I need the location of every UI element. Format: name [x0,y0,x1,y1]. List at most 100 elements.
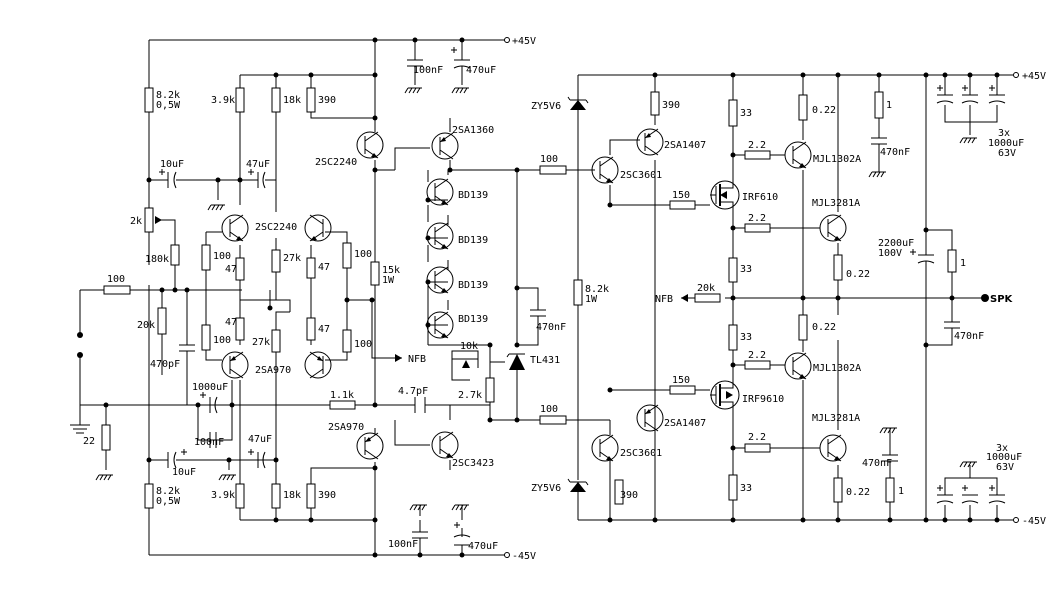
label-mjl3281a-1: MJL3281A [812,198,860,209]
q-2sc3601-a [591,156,619,184]
label-zener-top: ZY5V6 [531,101,561,112]
value-label-c-100n-fb: 100nF [194,437,224,448]
value-label-c-bank-bot: 3x [996,443,1008,454]
q-mjl1302a-2 [784,352,812,380]
label-2sc3601-b: 2SC3601 [620,448,662,459]
capacitors [167,59,1006,546]
value-label-r-2k7: 2.7k [458,390,482,401]
resistors [101,87,957,509]
ground-symbols [70,87,978,520]
rail-label-top-right: +45V [1022,71,1046,82]
value-label-r-2-2-1: 2.2 [748,140,766,151]
label-mjl1302a-1: MJL1302A [813,154,861,165]
q-2sa1360 [431,132,459,160]
value-label-r-2-2-2: 2.2 [748,213,766,224]
label-mjl1302a-2: MJL1302A [813,363,861,374]
value-label-r-100-a: 100 [213,251,231,262]
value-label-c-470u-bot: 470uF [468,541,498,552]
value-label-r-18k-top: 18k [283,95,301,106]
q-2sc3423 [431,431,459,459]
q-2sa970-ltp-a [221,351,249,379]
value-label-c-47u-bot: 47uF [248,434,272,445]
value-label-r-15k-w: 1W [382,275,395,286]
value-label-c-bank-top: 3x [998,128,1010,139]
label-2sa1407-b: 2SA1407 [664,418,706,429]
value-label-c-470p: 470pF [150,359,180,370]
label-2sc2240-ltp: 2SC2240 [255,222,297,233]
q-mjl1302a-1 [784,141,812,169]
value-label-r-33-4: 33 [740,483,752,494]
q-2sa970-ltp-b [304,351,332,379]
nfb-label-out: NFB [408,354,426,365]
rail-label-bottom-left: -45V [512,551,536,562]
value-label-c-470n-bot: 470nF [862,458,892,469]
value-label-r-1k1: 1.1k [330,390,354,401]
tl431-shunt [509,354,525,370]
value-label-r-47-d: 47 [318,324,330,335]
zener-bottom-diode [570,482,586,492]
value-label-r-8k2-drv: 8.2k [585,284,609,295]
label-bd139-4: BD139 [458,314,488,325]
rail-label-top-left: +45V [512,36,536,47]
junction-dots [77,37,1000,558]
label-2sa970-ltp: 2SA970 [255,365,291,376]
value-label-r-8k2-top-w: 0,5W [156,100,181,111]
label-irf610: IRF610 [742,192,778,203]
label-bd139-1: BD139 [458,190,488,201]
value-label-r-10k: 10k [460,341,478,352]
value-label-r-100-drv-top: 100 [540,154,558,165]
value-label-r-100-c: 100 [213,335,231,346]
value-label-r-1-mid: 1 [960,258,966,269]
value-label-r-2k: 2k [130,216,142,227]
diodes [372,96,695,492]
label-bd139-2: BD139 [458,235,488,246]
label-2sc3601-a: 2SC3601 [620,170,662,181]
q-bd139-3 [426,266,454,294]
label-2sc2240-vas: 2SC2240 [315,157,357,168]
label-mjl3281a-2: MJL3281A [812,413,860,424]
spk-label: SPK [990,294,1014,305]
value-label-r-0-22-1: 0.22 [812,105,836,116]
value-label-r-100-drv-bot: 100 [540,404,558,415]
value-label-r-8k2-bot-w: 0,5W [156,496,181,507]
value-label-r-180k: 180k [145,254,169,265]
q-bd139-1 [426,178,454,206]
value-label-r-47-b: 47 [318,262,330,273]
value-label-c-4p7: 4.7pF [398,386,428,397]
q-2sc2240-vas [356,131,384,159]
label-2sa1407-a: 2SA1407 [664,140,706,151]
value-label-c-470n-bias: 470nF [536,322,566,333]
wiring [79,39,1000,556]
value-label-c-bank-bot-v: 63V [996,462,1014,473]
value-label-c-47u-top: 47uF [246,159,270,170]
value-label-c-2200u-v: 100V [878,248,902,259]
value-label-r-100-b: 100 [354,249,372,260]
value-label-c-1000u: 1000uF [192,382,228,393]
value-label-r-33-3: 33 [740,332,752,343]
value-label-r-0-22-3: 0.22 [812,322,836,333]
q-2sc3601-b [591,434,619,462]
value-label-r-22: 22 [83,436,95,447]
value-label-r-33-2: 33 [740,264,752,275]
value-label-r-33-1: 33 [740,108,752,119]
value-label-r-15k: 15k [382,265,400,276]
value-label-r-0-22-2: 0.22 [846,269,870,280]
value-label-c-10u-bot: 10uF [172,467,196,478]
value-label-r-390-top: 390 [318,95,336,106]
value-label-c-100n-top: 100nF [413,65,443,76]
zener-top-diode [570,100,586,110]
value-label-r-47-c: 47 [225,317,237,328]
value-label-r-3k9-bot: 3.9k [211,490,235,501]
value-label-r-3k9-top: 3.9k [211,95,235,106]
value-label-r-390-drv-top: 390 [662,100,680,111]
value-label-r-20k-in: 20k [137,320,155,331]
nfb-label-in: NFB [655,294,673,305]
label-irf9610: IRF9610 [742,394,784,405]
q-irf9610 [710,380,740,410]
value-label-r-8k2-top: 8.2k [156,90,180,101]
value-label-r-150-top: 150 [672,190,690,201]
value-label-c-bank-top-v: 63V [998,148,1016,159]
q-2sa970-vas [356,432,384,460]
value-label-r-0-22-4: 0.22 [846,487,870,498]
